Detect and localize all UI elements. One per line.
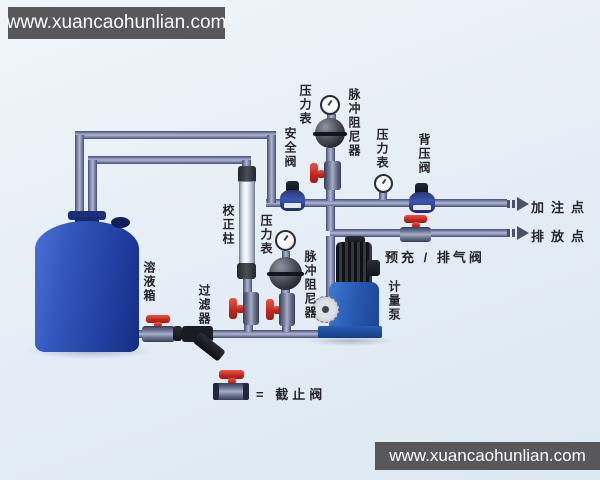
discharge-flow-arrow-icon bbox=[507, 229, 510, 237]
pump-motor-cap bbox=[345, 236, 365, 244]
label-solution-tank: 溶液箱 bbox=[142, 261, 156, 303]
filter-inlet-flange bbox=[173, 326, 182, 341]
calibration-column-top-cap bbox=[238, 166, 256, 183]
label-discharge-point: 排放点 bbox=[531, 229, 592, 244]
pipe-calibration-top bbox=[88, 156, 251, 164]
watermark-bottom: www.xuancaohunlian.com bbox=[375, 442, 600, 470]
legend-valve-cap-right bbox=[243, 383, 249, 400]
label-legend-stop-valve: = 截止阀 bbox=[256, 387, 327, 402]
column-valve-handle-icon bbox=[229, 298, 237, 319]
pipe-tank-riser-outer bbox=[75, 135, 84, 215]
label-precharge-vent-valve: 预充 / 排气阀 bbox=[385, 250, 485, 265]
tank-neck-flange bbox=[68, 211, 106, 220]
vent-valve-handle-icon bbox=[404, 215, 427, 223]
vent-valve-stem bbox=[412, 222, 420, 229]
pipe-column-to-suction bbox=[244, 321, 253, 332]
pump-shadow bbox=[306, 336, 394, 346]
calibration-column-bottom-cap bbox=[237, 263, 256, 279]
injection-flow-arrow-bar bbox=[512, 200, 515, 208]
label-calibration-column: 校正柱 bbox=[221, 204, 235, 246]
legend-valve-stem bbox=[228, 378, 236, 385]
pulse-damper-mid-icon bbox=[267, 257, 304, 290]
pipe-gauge-stem-mid bbox=[282, 251, 290, 259]
pipe-below-column bbox=[243, 277, 252, 297]
back-pressure-valve-band bbox=[413, 205, 431, 210]
label-pressure-gauge-mid: 压力表 bbox=[259, 214, 273, 256]
pipe-gauge-stem-right bbox=[379, 192, 387, 200]
legend-valve-cap-left bbox=[213, 383, 219, 400]
pump-motor bbox=[336, 242, 372, 286]
pipe-gauge-stem-top bbox=[327, 114, 336, 121]
damper-branch-valve-stem bbox=[273, 306, 282, 314]
label-pulse-damper-mid: 脉冲阻尼器 bbox=[303, 250, 317, 320]
pulse-damper-top-icon bbox=[313, 118, 347, 148]
pipe-relief-return-top bbox=[75, 131, 276, 139]
label-injection-point: 加注点 bbox=[531, 200, 592, 215]
tank-outlet-valve-handle-icon bbox=[146, 315, 170, 323]
back-pressure-valve-cap bbox=[415, 183, 428, 194]
pipe-discharge-b bbox=[326, 186, 335, 201]
column-valve-body bbox=[243, 292, 259, 325]
discharge-flow-arrow-bar bbox=[512, 229, 515, 237]
watermark-top: www.xuancaohunlian.com bbox=[7, 7, 226, 39]
safety-valve-cap bbox=[286, 181, 299, 191]
legend-valve-body-icon bbox=[213, 383, 249, 400]
safety-valve-band bbox=[284, 203, 301, 208]
label-filter: 过滤器 bbox=[197, 284, 211, 326]
pipe-discharge-a bbox=[326, 148, 335, 164]
pump-head-icon bbox=[312, 296, 339, 323]
discharge-valve-body bbox=[324, 161, 341, 190]
legend-valve-handle-icon bbox=[219, 370, 244, 379]
tank-outlet-valve-stem bbox=[154, 322, 162, 329]
pipe-suction-line bbox=[133, 330, 320, 338]
label-pulse-damper-top: 脉冲阻尼器 bbox=[347, 88, 361, 158]
solution-tank bbox=[35, 221, 139, 352]
damper-branch-valve-handle-icon bbox=[266, 299, 274, 320]
pump-base bbox=[318, 326, 382, 338]
injection-flow-arrow-icon bbox=[507, 200, 510, 208]
pressure-gauge-mid-icon bbox=[275, 230, 296, 251]
pipe-discharge-c bbox=[326, 206, 335, 231]
discharge-valve-stem bbox=[317, 170, 325, 178]
discharge-flow-arrow-head bbox=[517, 226, 529, 240]
pressure-gauge-top-icon bbox=[320, 95, 340, 115]
pump-junction-box bbox=[367, 260, 380, 276]
column-valve-stem bbox=[236, 305, 245, 313]
discharge-valve-handle-icon bbox=[310, 163, 318, 183]
pipe-discharge-d bbox=[326, 236, 335, 298]
tank-handle bbox=[111, 217, 130, 228]
label-pressure-gauge-right: 压力表 bbox=[375, 128, 389, 170]
pipe-relief-downcomer bbox=[267, 135, 276, 203]
pipe-damper-branch-bottom bbox=[282, 321, 291, 332]
pipe-tank-riser-inner bbox=[88, 160, 97, 215]
damper-branch-valve-body bbox=[279, 293, 295, 326]
injection-flow-arrow-head bbox=[517, 197, 529, 211]
label-pressure-gauge-top: 压力表 bbox=[298, 84, 312, 126]
label-back-pressure-valve: 背压阀 bbox=[417, 133, 431, 175]
calibration-column-tube bbox=[239, 181, 255, 265]
pipe-injection-header bbox=[266, 199, 507, 207]
vent-valve-body bbox=[400, 227, 431, 242]
pipe-damper-branch-top bbox=[281, 287, 290, 297]
tank-outlet-valve-body bbox=[142, 326, 175, 342]
label-safety-valve: 安全阀 bbox=[283, 127, 297, 169]
label-metering-pump: 计量泵 bbox=[387, 280, 401, 322]
pressure-gauge-right-icon bbox=[374, 174, 393, 193]
